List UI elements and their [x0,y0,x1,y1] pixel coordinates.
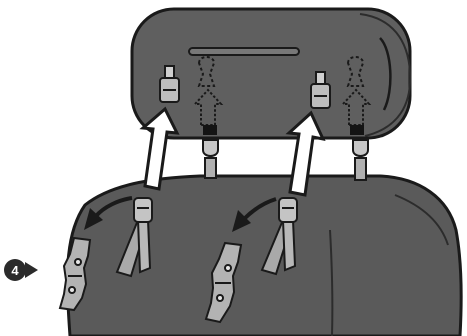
guide-slot-left [203,125,217,135]
removal-arrow-left-head [84,208,103,230]
detached-strap-pieces [58,236,243,324]
strap-piece-left [58,236,92,312]
insert-arrow-right-dotted [340,88,372,126]
upward-arrows [139,106,326,197]
strap-piece-right [204,241,243,324]
step-badge: 4 [4,259,38,281]
socket-right-dashed [346,56,365,87]
headrest-post-left [202,139,219,179]
removal-arrow-left-shaft [94,196,133,218]
insert-arrow-left-dotted [192,88,224,126]
step-badge-pointer [25,262,38,278]
headrest-posts [202,139,369,181]
step-badge-circle [4,259,26,281]
removal-arrow-right-shaft [242,197,277,221]
lift-arrow-right [285,110,326,197]
headrest-side-detail [379,37,392,111]
lift-arrow-left [139,106,180,191]
seat-shoulder-line [394,194,449,246]
removal-arrow-right-head [232,210,251,232]
seat-straps [115,197,298,278]
strap-left [115,197,153,278]
headrest-groove [188,47,300,56]
headrest-clip-right [310,71,331,109]
dashed-sockets [197,56,365,87]
seat-seam-line [329,229,334,336]
socket-left-dashed [197,56,216,87]
headrest-clip-left [159,65,180,103]
strap-right [260,197,298,276]
headrest-post-right [352,139,369,181]
seat-back [65,174,463,336]
headrest-side-curve [359,13,412,137]
seat-back-body [65,174,463,336]
dotted-arrows [192,88,372,126]
removal-arrows [84,196,277,232]
step-number: 4 [11,263,19,278]
guide-slot-right [350,125,364,135]
headrest-clips [159,65,331,109]
